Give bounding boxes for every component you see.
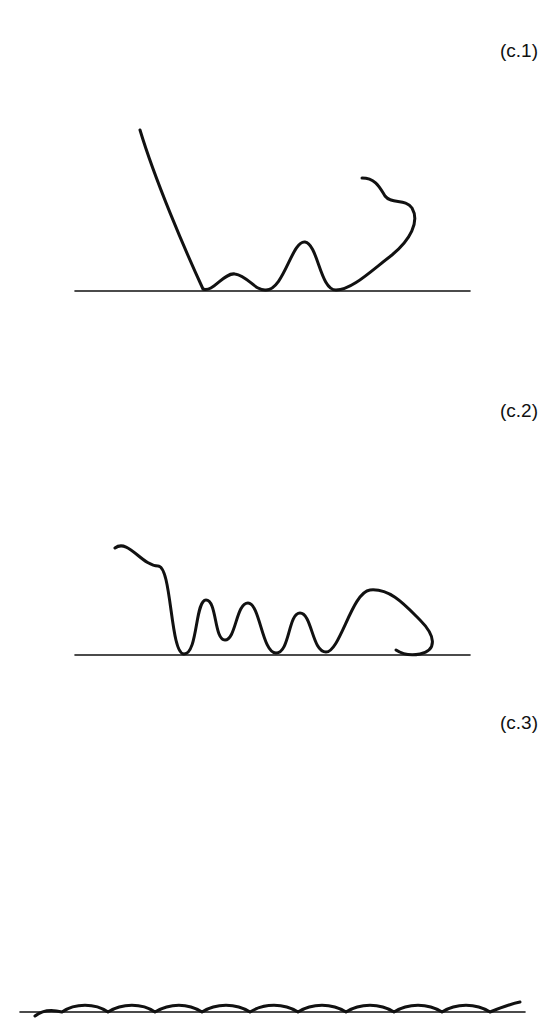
surface-line: [20, 1011, 525, 1013]
polymer-chain: [35, 1002, 520, 1016]
panel-label: (c.2): [498, 400, 540, 423]
surface-line: [75, 290, 470, 292]
polymer-chain: [140, 130, 415, 290]
panel-label: (c.1): [498, 40, 540, 63]
polymer-chain: [115, 546, 432, 655]
panel-label: (c.3): [498, 712, 540, 735]
